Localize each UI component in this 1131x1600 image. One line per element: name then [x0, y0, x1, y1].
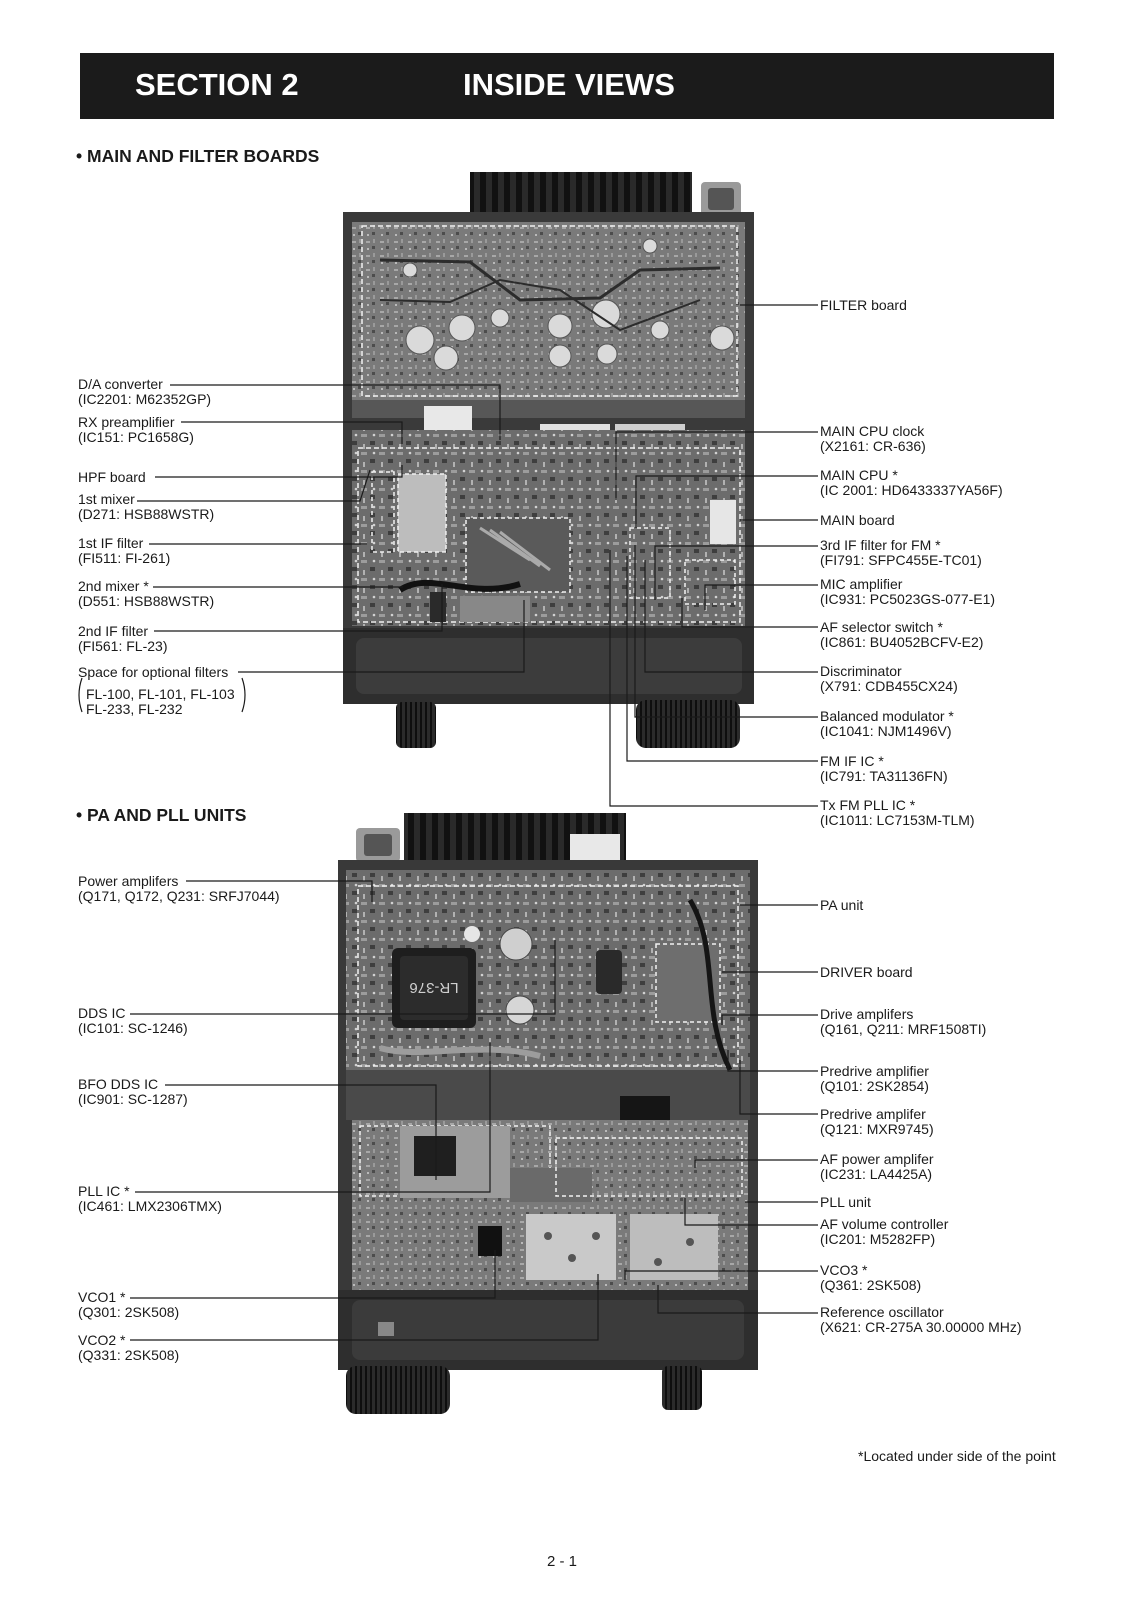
label-balanced-modulator: Balanced modulator *(IC1041: NJM1496V) [820, 708, 954, 739]
label-fm-if-ic: FM IF IC *(IC791: TA31136FN) [820, 753, 948, 784]
section-title: INSIDE VIEWS [463, 67, 675, 102]
label-dds-ic: DDS IC(IC101: SC-1246) [78, 1005, 188, 1036]
heading-main-filter: • MAIN AND FILTER BOARDS [76, 146, 320, 166]
label-predrive-amplifier-q101: Predrive amplifier(Q101: 2SK2854) [820, 1063, 929, 1094]
label-2nd-mixer: 2nd mixer *(D551: HSB88WSTR) [78, 578, 215, 609]
label-2nd-if-filter: 2nd IF filter(FI561: FL-23) [78, 623, 168, 654]
footnote: *Located under side of the point [858, 1448, 1056, 1464]
page-number: 2 - 1 [547, 1553, 578, 1570]
label-1st-if-filter: 1st IF filter(FI511: FI-261) [78, 535, 171, 566]
label-filter-board: FILTER board [820, 297, 907, 313]
label-af-volume-controller: AF volume controller(IC201: M5282FP) [820, 1216, 949, 1247]
label-drive-amplifiers: Drive amplifers(Q161, Q211: MRF1508TI) [820, 1006, 987, 1037]
section-header: SECTION 2 INSIDE VIEWS [80, 53, 1054, 119]
label-tx-fm-pll-ic: Tx FM PLL IC *(IC1011: LC7153M-TLM) [820, 797, 975, 828]
heading-pa-pll: • PA AND PLL UNITS [76, 805, 247, 825]
label-optional-filters: Space for optional filters [78, 664, 229, 680]
label-reference-oscillator: Reference oscillator(X621: CR-275A 30.00… [820, 1304, 1022, 1335]
label-af-selector-switch: AF selector switch *(IC861: BU4052BCFV-E… [820, 619, 984, 650]
label-da-converter: D/A converter(IC2201: M62352GP) [78, 376, 212, 407]
label-main-cpu: MAIN CPU *(IC 2001: HD6433337YA56F) [820, 467, 1003, 498]
label-hpf-board: HPF board [78, 469, 146, 485]
label-vco2: VCO2 *(Q331: 2SK508) [78, 1332, 180, 1363]
label-rx-preamplifier: RX preamplifier(IC151: PC1658G) [78, 414, 194, 445]
label-1st-mixer: 1st mixer(D271: HSB88WSTR) [78, 491, 215, 522]
label-pll-ic: PLL IC *(IC461: LMX2306TMX) [78, 1183, 222, 1214]
label-main-board: MAIN board [820, 512, 895, 528]
section-number: SECTION 2 [135, 67, 299, 102]
label-vco3: VCO3 *(Q361: 2SK508) [820, 1262, 922, 1293]
coil-label: LR-376 [409, 979, 458, 996]
label-predrive-amplifier-q121: Predrive amplifer(Q121: MXR9745) [820, 1106, 934, 1137]
label-power-amplifiers: Power amplifers(Q171, Q172, Q231: SRFJ70… [78, 873, 280, 904]
label-discriminator: Discriminator(X791: CDB455CX24) [820, 663, 958, 694]
label-af-power-amplifier: AF power amplifer(IC231: LA4425A) [820, 1151, 934, 1182]
label-driver-board: DRIVER board [820, 964, 913, 980]
label-pa-unit: PA unit [820, 897, 864, 913]
label-vco1: VCO1 *(Q301: 2SK508) [78, 1289, 180, 1320]
label-bfo-dds-ic: BFO DDS IC(IC901: SC-1287) [78, 1076, 188, 1107]
label-mic-amplifier: MIC amplifier(IC931: PC5023GS-077-E1) [820, 576, 996, 607]
label-3rd-if-filter: 3rd IF filter for FM *(FI791: SFPC455E-T… [820, 537, 982, 568]
label-pll-unit: PLL unit [820, 1194, 871, 1210]
label-main-cpu-clock: MAIN CPU clock(X2161: CR-636) [820, 423, 926, 454]
